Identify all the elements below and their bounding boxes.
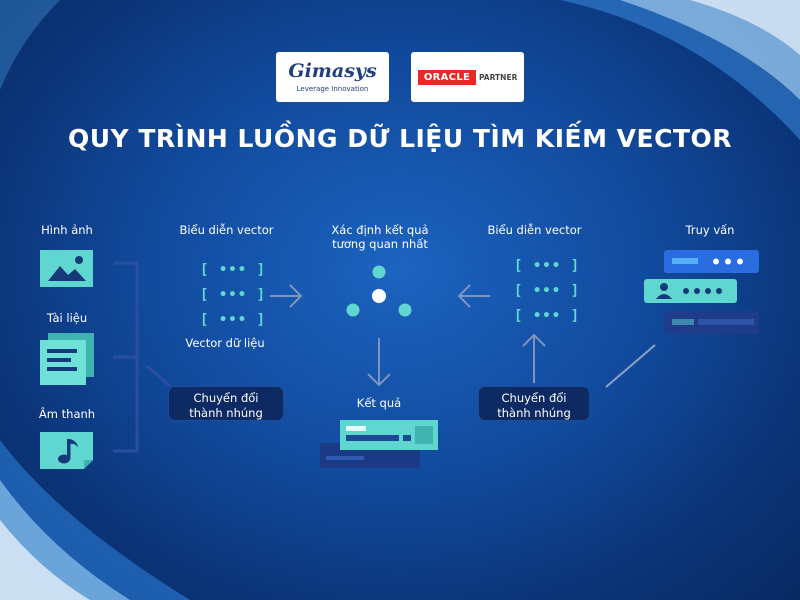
gimasys-logo-tagline: Leverage Innovation bbox=[296, 85, 369, 93]
left-convert-line2: thành nhúng bbox=[189, 406, 263, 420]
center-heading-line2: tương quan nhất bbox=[332, 237, 428, 251]
oracle-logo-partner: PARTNER bbox=[479, 73, 518, 82]
query-heading: Truy vấn bbox=[685, 223, 735, 237]
left-convert-box: Chuyển đổi thành nhúng bbox=[168, 386, 284, 421]
gimasys-logo: Gimasys Leverage Innovation bbox=[276, 52, 389, 102]
page-title: QUY TRÌNH LUỒNG DỮ LIỆU TÌM KIẾM VECTOR bbox=[67, 124, 732, 153]
source-label-document: Tài liệu bbox=[46, 311, 88, 325]
music-note-icon bbox=[40, 432, 93, 469]
oracle-logo-brand: ORACLE bbox=[418, 70, 476, 85]
result-card-icon bbox=[320, 420, 438, 468]
gimasys-logo-name: Gimasys bbox=[288, 60, 377, 82]
source-label-image: Hình ảnh bbox=[41, 223, 93, 237]
source-label-audio: Âm thanh bbox=[38, 407, 96, 421]
center-heading-line1: Xác định kết quả bbox=[331, 223, 429, 237]
left-convert-line1: Chuyển đổi bbox=[193, 391, 259, 405]
vector-glyph: [ ••• ] bbox=[200, 287, 267, 303]
result-label: Kết quả bbox=[356, 396, 402, 410]
center-heading: Xác định kết quả tương quan nhất bbox=[318, 223, 442, 251]
vector-glyph: [ ••• ] bbox=[514, 308, 581, 324]
vector-glyph: [ ••• ] bbox=[200, 262, 267, 278]
vector-glyph: [ ••• ] bbox=[514, 258, 581, 274]
query-chat-icon bbox=[644, 250, 759, 334]
right-convert-line2: thành nhúng bbox=[497, 406, 571, 420]
document-icon bbox=[40, 333, 94, 385]
right-convert-line1: Chuyển đổi bbox=[501, 391, 567, 405]
vector-glyph: [ ••• ] bbox=[200, 312, 267, 328]
left-panel-caption: Vector dữ liệu bbox=[185, 336, 265, 350]
vector-glyph: [ ••• ] bbox=[514, 283, 581, 299]
right-panel-heading: Biểu diễn vector bbox=[487, 223, 582, 237]
similarity-cluster-icon bbox=[346, 265, 412, 317]
left-panel-heading: Biểu diễn vector bbox=[179, 223, 274, 237]
right-convert-box: Chuyển đổi thành nhúng bbox=[478, 386, 590, 421]
oracle-partner-logo: ORACLE PARTNER bbox=[411, 52, 524, 102]
image-icon bbox=[40, 250, 93, 287]
